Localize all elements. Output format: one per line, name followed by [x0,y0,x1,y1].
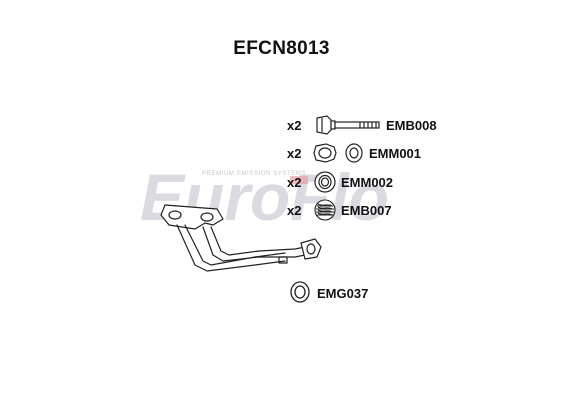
part-code-emg037: EMG037 [317,286,369,301]
part-qty-emb008: x2 [287,118,302,133]
part-qty-emb007: x2 [287,203,302,218]
part-code-emm002: EMM002 [341,175,394,190]
part-qty-emm002: x2 [287,175,302,190]
spring-icon [314,199,336,221]
gasket-icon [290,281,310,303]
rubber-mount-icon [313,143,363,163]
part-code-emb008: EMB008 [386,118,437,133]
part-qty-emm001: x2 [287,146,302,161]
front-pipe-drawing [160,204,322,272]
watermark-tagline: PREMIUM EMISSION SYSTEMS [202,171,307,177]
part-code-emb007: EMB007 [341,203,392,218]
bolt-icon [316,115,380,135]
page-title: EFCN8013 [233,38,330,59]
ring-mount-icon [314,171,336,193]
part-code-emm001: EMM001 [369,146,422,161]
